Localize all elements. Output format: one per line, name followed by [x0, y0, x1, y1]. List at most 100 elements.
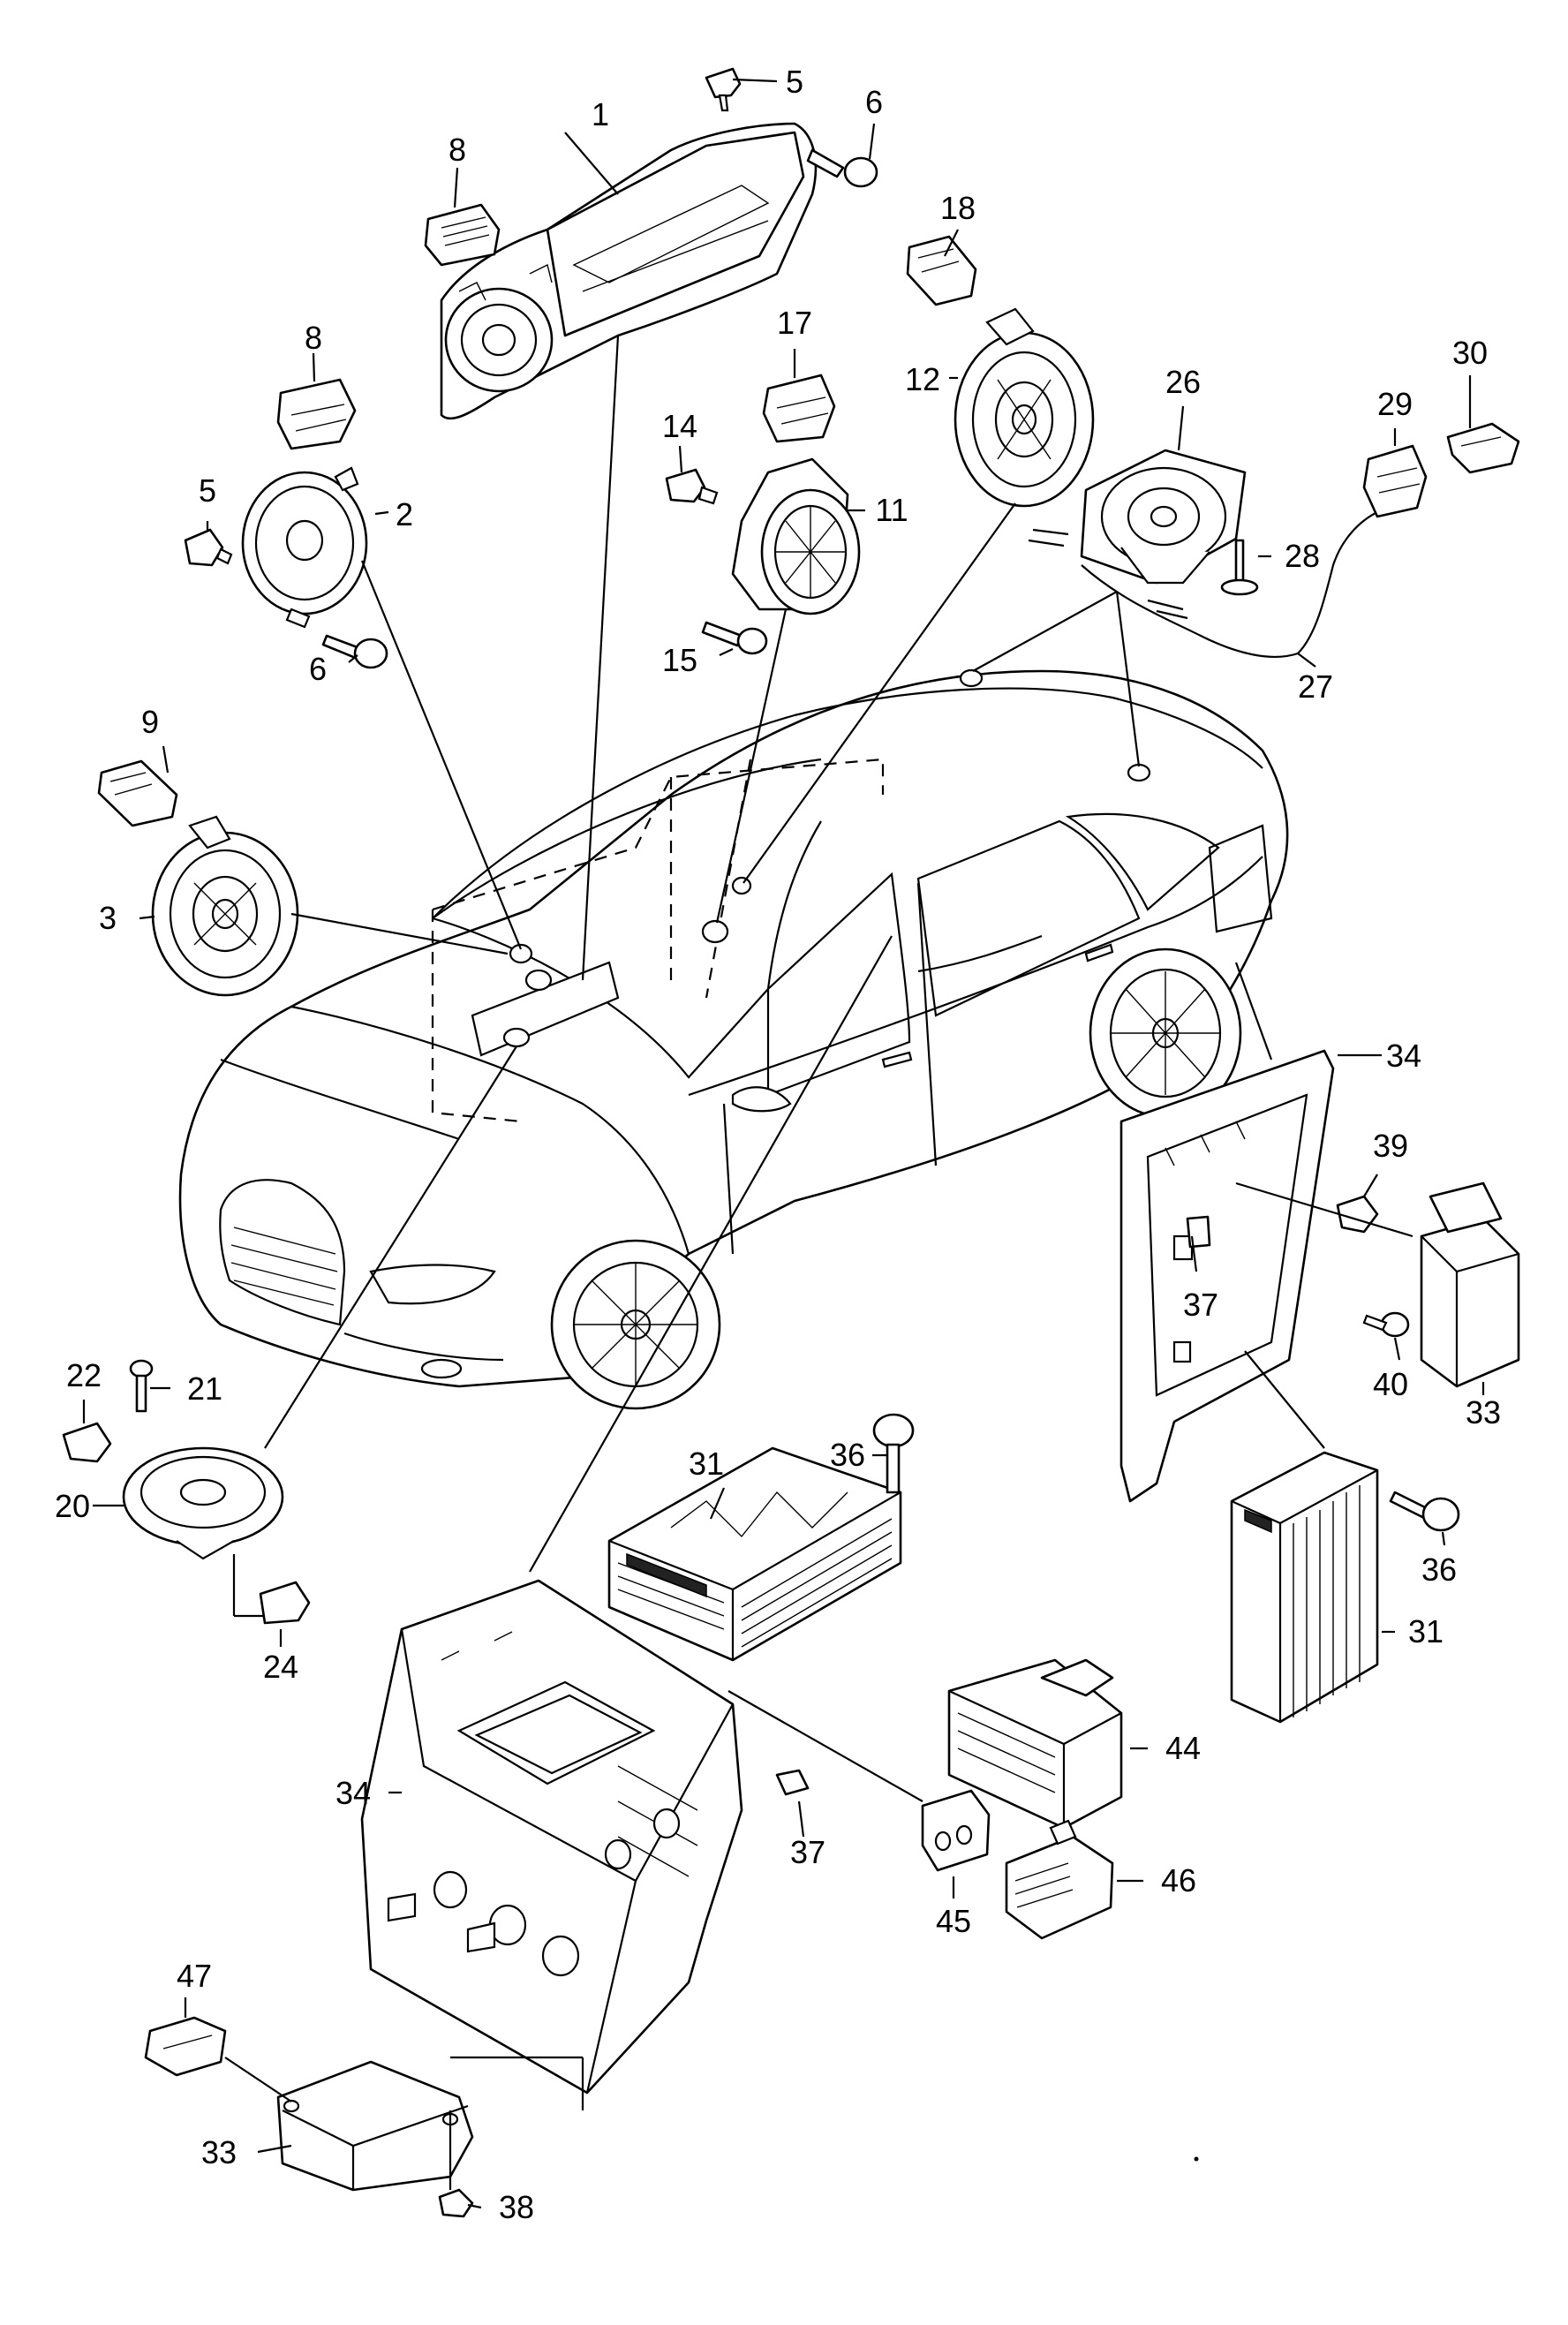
leader-31b-bracket [1244, 1350, 1325, 1449]
part-6-screw-mid [321, 634, 388, 669]
leader-8b [312, 352, 316, 382]
leader-27 [1297, 653, 1316, 668]
label-47: 47 [177, 1958, 212, 1994]
leader-20-car [264, 1045, 517, 1449]
label-31-right: 31 [1408, 1613, 1444, 1649]
leader-5a [732, 78, 778, 83]
label-33-bottom: 33 [201, 2134, 237, 2170]
leader-31a [709, 1487, 726, 1520]
label-9: 9 [141, 704, 159, 740]
label-34-center: 34 [335, 1775, 371, 1811]
label-46: 46 [1161, 1862, 1196, 1898]
part-8-connector-mid [276, 378, 357, 450]
part-18-connector [906, 235, 977, 306]
leader-6a [868, 123, 876, 160]
leader-18 [944, 229, 959, 257]
leader-38 [467, 2203, 482, 2209]
leader-2-car [360, 560, 523, 950]
leader-44-bracket [727, 1690, 923, 1802]
leader-6b [348, 654, 358, 663]
label-27: 27 [1298, 668, 1333, 705]
label-24: 24 [263, 1649, 298, 1685]
part-38-nut [438, 2188, 474, 2218]
label-36-top: 36 [830, 1437, 865, 1473]
part-2-speaker [241, 466, 368, 629]
part-46-connector [1005, 1819, 1114, 1940]
label-20: 20 [55, 1488, 90, 1524]
label-5-left: 5 [199, 472, 216, 509]
part-11-tweeter [731, 457, 861, 615]
label-12: 12 [905, 361, 940, 397]
label-3: 3 [99, 900, 117, 936]
label-45: 45 [936, 1903, 971, 1939]
part-3-speaker [151, 815, 299, 997]
part-24-connector [259, 1581, 311, 1625]
leader-40 [1393, 1337, 1401, 1361]
label-8-mid: 8 [305, 320, 322, 356]
leader-1-car [581, 335, 620, 981]
leader-33a-bracket [1235, 1181, 1413, 1238]
part-44-radio-unit [947, 1658, 1123, 1830]
label-2: 2 [396, 496, 413, 532]
part-12-speaker [954, 307, 1095, 508]
label-38: 38 [499, 2189, 534, 2225]
leader-3 [139, 915, 155, 920]
part-20-speaker [122, 1446, 284, 1560]
part-29-connector [1362, 444, 1428, 518]
leader-11-car [715, 608, 788, 924]
part-22-clip [62, 1422, 112, 1463]
part-33-module-bottom [276, 2060, 474, 2192]
part-5-clip-left [184, 528, 233, 567]
leader-2 [374, 510, 389, 516]
label-37-right: 37 [1183, 1287, 1218, 1323]
leader-26 [1177, 405, 1185, 451]
leader-14 [678, 445, 683, 473]
part-6-screw-top [806, 148, 878, 188]
leader-26-car2 [1115, 591, 1141, 767]
label-6-top: 6 [865, 84, 883, 120]
leader-37a [1190, 1235, 1198, 1272]
leader-26-car1 [972, 591, 1118, 672]
label-5-top: 5 [786, 64, 803, 100]
part-34-bracket-center [360, 1579, 743, 2095]
part-1-speaker-housing [440, 122, 818, 420]
label-33-right: 33 [1466, 1394, 1501, 1430]
label-21: 21 [187, 1370, 222, 1407]
part-45-connector [921, 1789, 991, 1872]
label-37-center: 37 [790, 1834, 825, 1870]
part-8-connector-top [424, 203, 501, 267]
part-31-amplifier-right [1230, 1451, 1379, 1724]
part-9-connector [97, 759, 178, 827]
part-28-screw [1220, 539, 1259, 596]
label-17: 17 [777, 305, 812, 341]
part-labels: 1 2 3 5 5 6 6 8 8 9 11 12 14 15 17 18 20… [55, 64, 1501, 2225]
label-1: 1 [592, 96, 609, 132]
leader-9 [162, 745, 170, 774]
part-36-bolt-top [872, 1413, 915, 1494]
label-22: 22 [66, 1357, 102, 1393]
part-40-screw [1362, 1311, 1410, 1338]
label-11: 11 [875, 492, 908, 528]
car-body [178, 668, 1289, 1410]
leader-12-car [743, 502, 1016, 884]
label-26: 26 [1165, 364, 1201, 400]
part-15-screw [701, 621, 768, 655]
label-40: 40 [1373, 1366, 1408, 1402]
leader-34a-car [1234, 962, 1273, 1061]
leader-1 [564, 132, 619, 195]
leader-36b [1441, 1531, 1446, 1546]
label-6-mid: 6 [309, 651, 327, 687]
label-44: 44 [1165, 1730, 1201, 1766]
part-17-connector [762, 374, 836, 443]
label-8-top: 8 [449, 132, 466, 168]
leader-3-car [290, 912, 509, 955]
part-37-nut-right [1186, 1215, 1211, 1249]
leader-34b-car [529, 935, 893, 1573]
leader-8a [453, 167, 459, 208]
label-34-right: 34 [1386, 1038, 1421, 1074]
part-33-module-right [1420, 1181, 1520, 1388]
label-30: 30 [1452, 335, 1488, 371]
stray-dot [1194, 2156, 1199, 2162]
part-31-amplifier-top [607, 1446, 902, 1662]
